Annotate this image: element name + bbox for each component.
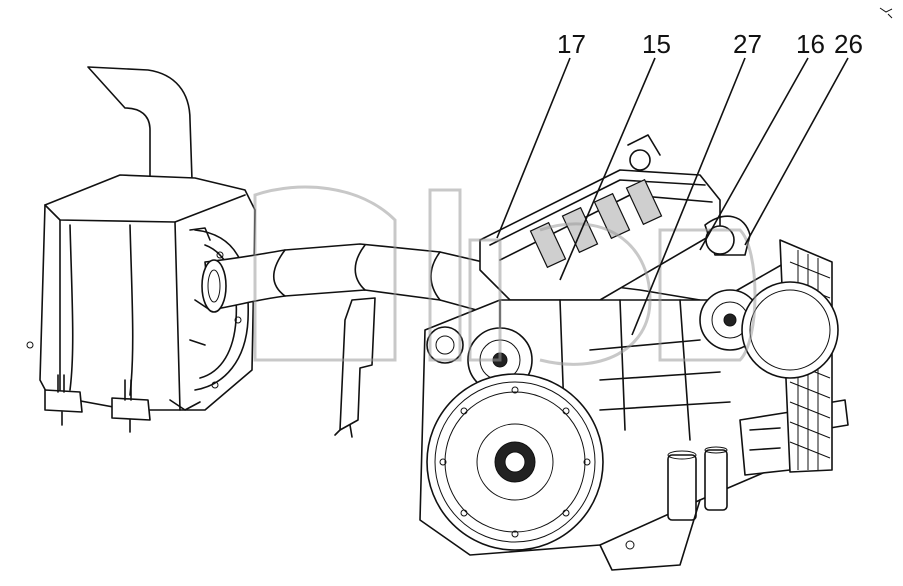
callout-label-26: 26 [834,29,863,59]
corner-mark-icon [879,7,893,19]
callout-15: 15 [559,29,671,281]
callout-label-27: 27 [733,29,762,59]
callout-label-17: 17 [557,29,586,59]
engine-block [419,134,849,571]
callout-label-16: 16 [796,29,825,59]
callout-16: 16 [699,29,825,251]
callout-26: 26 [744,29,863,246]
radiator-grille [741,239,839,473]
callout-17: 17 [496,29,586,239]
callout-27: 27 [631,29,762,336]
air-filter-assembly [26,66,256,433]
watermark-logo [253,185,757,366]
callout-label-15: 15 [642,29,671,59]
